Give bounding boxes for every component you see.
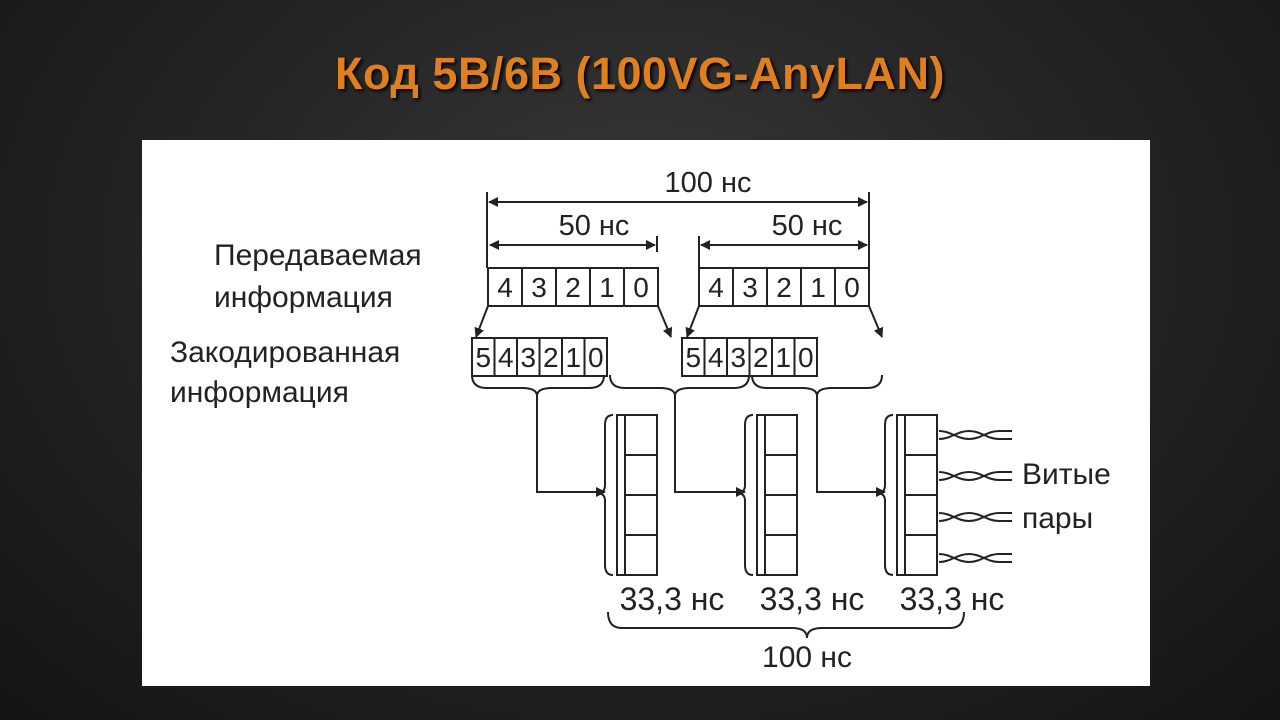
channel-slot: [904, 454, 938, 496]
right-50ns-dimension: [698, 236, 868, 268]
input-bit-digit: 0: [633, 272, 649, 303]
left-half-label: 50 нс: [559, 210, 630, 242]
twisted-pair-wire: [938, 512, 1012, 523]
channel-slot: [904, 414, 938, 456]
channel-bracket: [876, 414, 894, 576]
twisted-pairs: [938, 429, 1012, 564]
twisted-pair-wire: [938, 511, 1012, 522]
encoded-bit-digit: 4: [498, 342, 514, 373]
encoded-braces: [471, 374, 883, 397]
pairs-label-line2: пары: [1022, 502, 1093, 535]
input-bit-cell: [487, 267, 523, 307]
channel-stacks: [596, 414, 938, 576]
twisted-pair-wire: [938, 471, 1012, 482]
input-bit-digit: 4: [497, 272, 513, 303]
input-bit-digit: 2: [565, 272, 581, 303]
channel-bracket: [736, 414, 754, 576]
right-half-label: 50 нс: [772, 210, 843, 242]
encoded-label-line1: Закодированная: [170, 336, 400, 369]
input-bit-cell: [698, 267, 734, 307]
channel-slot: [764, 494, 798, 536]
channel-slot: [624, 534, 658, 576]
twisted-pair-wire: [938, 429, 1012, 440]
transmitted-label-line1: Передаваемая: [214, 239, 422, 272]
channel-slot: [624, 454, 658, 496]
encoded-bit-digit: 1: [775, 342, 791, 373]
channel-slot: [764, 454, 798, 496]
input-bit-cell: [834, 267, 870, 307]
diagram-panel: 100 нс 50 нс 50 нс Передаваемая информац…: [142, 140, 1150, 686]
input-bit-cell: [589, 267, 625, 307]
channel-bracket: [596, 414, 614, 576]
channel-spine: [896, 414, 906, 576]
input-bit-digit: 4: [708, 272, 724, 303]
input-bit-cell: [555, 267, 591, 307]
channel-spine: [756, 414, 766, 576]
encoded-bit-digit: 1: [565, 342, 581, 373]
encoded-bit-cell: [583, 337, 608, 377]
encoded-bit-cell: [793, 337, 818, 377]
channel-slot: [624, 414, 658, 456]
left-50ns-dimension: [489, 236, 658, 252]
encoded-bit-digit: 3: [520, 342, 536, 373]
channel-slot: [624, 494, 658, 536]
input-bit-digit: 1: [599, 272, 615, 303]
encoded-bit-digit: 2: [753, 342, 769, 373]
twisted-pair-wire: [938, 553, 1012, 564]
channel-slot: [904, 534, 938, 576]
encoded-bit-digit: 0: [798, 342, 814, 373]
pairs-label-line1: Витые: [1022, 458, 1111, 491]
slide-title: Код 5B/6B (100VG-AnyLAN): [334, 48, 946, 99]
top-total-label: 100 нс: [665, 167, 752, 199]
encoded-label-line2: информация: [170, 376, 349, 409]
slot-time-label-3: 33,3 нс: [900, 581, 1005, 617]
channel-slot: [764, 414, 798, 456]
input-bit-digit: 2: [776, 272, 792, 303]
bottom-total-label: 100 нс: [762, 641, 852, 674]
twisted-pair-wire: [938, 552, 1012, 563]
twisted-pair-wire: [938, 470, 1012, 481]
slot-time-label-1: 33,3 нс: [620, 581, 725, 617]
channel-spine: [616, 414, 626, 576]
bottom-brace: [607, 611, 965, 639]
encoded-bit-digit: 5: [685, 342, 701, 373]
encoded-bit-digit: 4: [708, 342, 724, 373]
channel-routing-lines: [536, 396, 886, 497]
slot-time-label-2: 33,3 нс: [760, 581, 865, 617]
encoded-bit-digit: 2: [543, 342, 559, 373]
encoding-diagram: 100 нс 50 нс 50 нс Передаваемая информац…: [170, 167, 1111, 674]
twisted-pair-wire: [938, 430, 1012, 441]
channel-slot: [764, 534, 798, 576]
input-to-encoded-arrows: [474, 305, 884, 338]
input-bit-digit: 0: [844, 272, 860, 303]
input-bit-digit: 3: [531, 272, 547, 303]
top-100ns-dimension: [486, 192, 870, 268]
channel-slot: [904, 494, 938, 536]
input-bit-cell: [623, 267, 659, 307]
encoded-bit-digit: 3: [730, 342, 746, 373]
input-bit-digit: 3: [742, 272, 758, 303]
encoded-bit-digit: 5: [475, 342, 491, 373]
transmitted-label-line2: информация: [214, 281, 393, 314]
encoded-bit-digit: 0: [588, 342, 604, 373]
input-bit-digit: 1: [810, 272, 826, 303]
